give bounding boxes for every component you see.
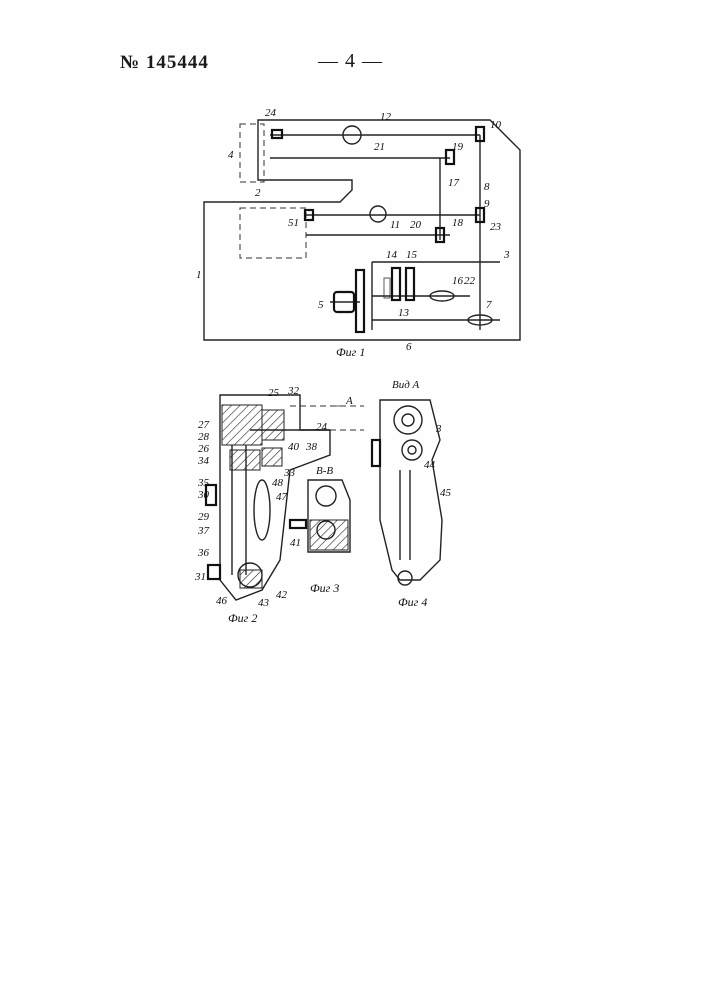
svg-text:12: 12: [380, 111, 392, 123]
svg-text:47: 47: [276, 491, 288, 503]
svg-text:43: 43: [258, 597, 270, 609]
svg-text:15: 15: [406, 249, 418, 261]
svg-text:3: 3: [503, 249, 510, 261]
figure-1-kinematic-scheme: 1 2 3 4 5 6 7 8 9 10 11 12 13 14 15 16 1…: [196, 107, 520, 359]
svg-text:8: 8: [484, 181, 490, 193]
svg-text:38: 38: [305, 441, 318, 453]
svg-text:18: 18: [452, 217, 464, 229]
svg-text:33: 33: [283, 467, 296, 479]
svg-text:32: 32: [287, 385, 300, 397]
svg-text:6: 6: [406, 341, 412, 353]
figure-3-caption: Фиг 3: [310, 581, 339, 595]
svg-text:24: 24: [265, 107, 277, 119]
svg-text:46: 46: [216, 595, 228, 607]
figure-4-title: Вид А: [392, 379, 420, 391]
svg-text:48: 48: [272, 477, 284, 489]
svg-text:22: 22: [464, 275, 476, 287]
svg-text:7: 7: [486, 299, 492, 311]
svg-text:5: 5: [318, 299, 324, 311]
svg-text:1: 1: [196, 269, 202, 281]
svg-text:42: 42: [276, 589, 288, 601]
figure-3-title: В-В: [316, 465, 333, 477]
svg-text:35: 35: [197, 477, 210, 489]
svg-text:21: 21: [374, 141, 385, 153]
svg-text:16: 16: [452, 275, 464, 287]
svg-text:14: 14: [386, 249, 398, 261]
svg-text:19: 19: [452, 141, 464, 153]
svg-text:27: 27: [198, 419, 210, 431]
svg-text:23: 23: [490, 221, 502, 233]
svg-text:13: 13: [398, 307, 410, 319]
svg-text:9: 9: [484, 198, 490, 210]
svg-text:30: 30: [197, 489, 210, 501]
svg-text:3: 3: [435, 423, 442, 435]
svg-text:17: 17: [448, 177, 460, 189]
svg-text:28: 28: [198, 431, 210, 443]
svg-text:25: 25: [268, 387, 280, 399]
figure-2-caption: Фиг 2: [228, 611, 257, 625]
figure-4-view-a: Вид А 3 44 45 Фиг 4: [372, 379, 452, 609]
svg-text:41: 41: [290, 537, 301, 549]
svg-text:36: 36: [197, 547, 210, 559]
svg-text:45: 45: [440, 487, 452, 499]
svg-text:51: 51: [288, 217, 299, 229]
svg-text:26: 26: [198, 443, 210, 455]
svg-text:24: 24: [316, 421, 328, 433]
svg-text:10: 10: [490, 119, 502, 131]
svg-text:44: 44: [424, 459, 436, 471]
svg-text:31: 31: [194, 571, 206, 583]
svg-text:20: 20: [410, 219, 422, 231]
figure-3-section: В-В Фиг 3: [290, 465, 350, 595]
svg-text:2: 2: [255, 187, 261, 199]
svg-text:37: 37: [197, 525, 210, 537]
figure-1-caption: Фиг 1: [336, 345, 365, 359]
section-marker-a: A: [345, 395, 353, 407]
svg-text:40: 40: [288, 441, 300, 453]
svg-text:34: 34: [197, 455, 210, 467]
svg-text:4: 4: [228, 149, 234, 161]
svg-text:29: 29: [198, 511, 210, 523]
svg-text:11: 11: [390, 219, 400, 231]
figure-4-caption: Фиг 4: [398, 595, 427, 609]
